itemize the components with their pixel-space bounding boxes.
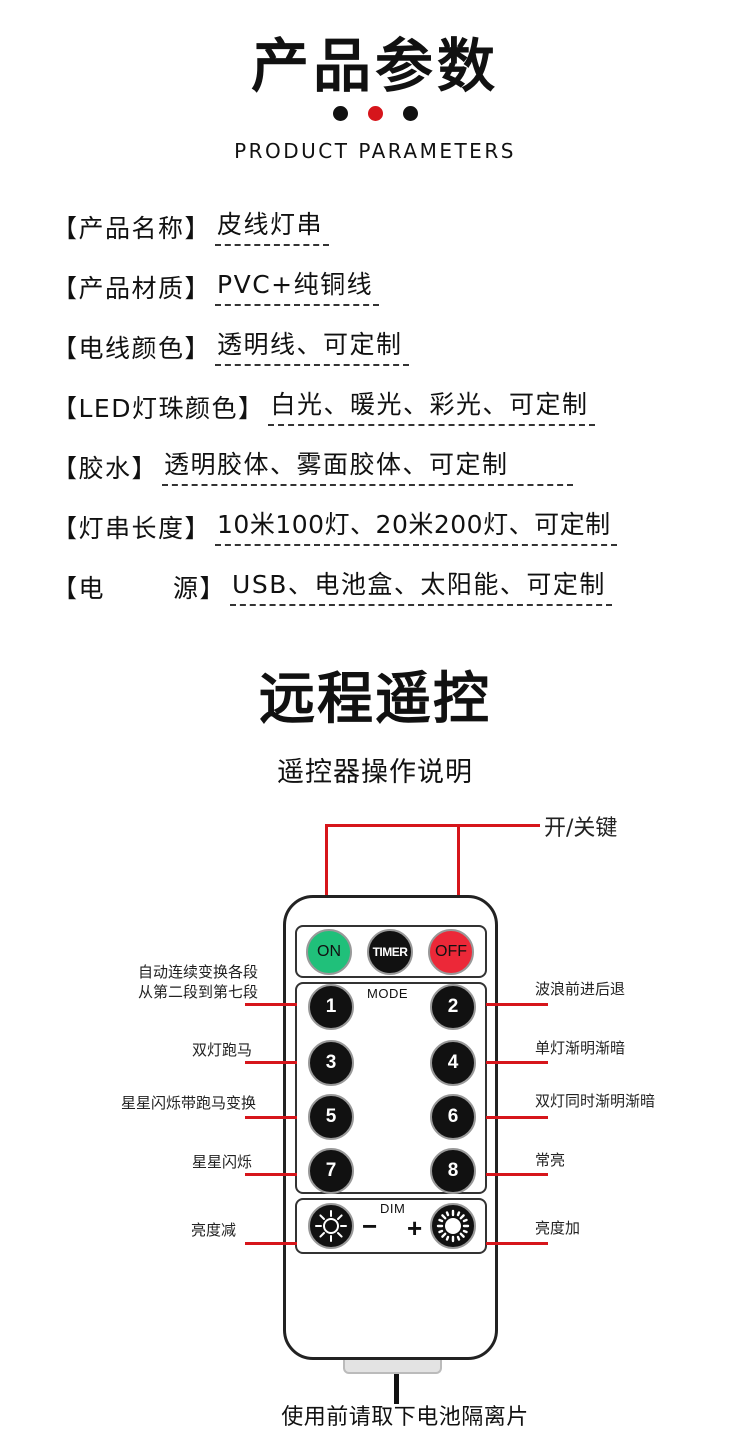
param-label: 【产品材质】 — [52, 274, 212, 303]
callout-line-button-5 — [245, 1116, 297, 1119]
param-label: 【胶水】 — [52, 454, 159, 483]
param-label-start: 【电 — [52, 574, 106, 603]
callout-line-button-2 — [486, 1003, 548, 1006]
callout-line-button-8 — [486, 1173, 548, 1176]
callout-line-button-3 — [245, 1061, 297, 1064]
param-row-led-color: 【LED灯珠颜色】 白光、暖光、彩光、可定制 — [52, 382, 595, 426]
param-label: 【LED灯珠颜色】 — [52, 394, 265, 423]
decorative-dot-right — [403, 106, 418, 121]
param-label-end: 源】 — [173, 574, 227, 603]
mode-button-4[interactable]: 4 — [430, 1040, 476, 1086]
param-row-product-name: 【产品名称】 皮线灯串 — [52, 202, 330, 246]
page-title: 产品参数 — [250, 32, 499, 100]
callout-line-dim-minus — [245, 1242, 297, 1245]
callout-button-3: 双灯跑马 — [191, 1041, 252, 1059]
dim-label: DIM — [380, 1201, 406, 1216]
callout-line-power-on — [325, 824, 328, 926]
callout-line-power-top — [325, 824, 540, 827]
on-button[interactable]: ON — [306, 929, 352, 975]
param-value: 透明胶体、雾面胶体、可定制 — [162, 448, 573, 486]
callout-line-button-4 — [486, 1061, 548, 1064]
battery-tab-note: 使用前请取下电池隔离片 — [281, 1405, 529, 1430]
dim-plus-sign: + — [407, 1213, 423, 1243]
callout-button-7: 星星闪烁 — [191, 1153, 252, 1171]
callout-line-button-6 — [486, 1116, 548, 1119]
callout-line-power-off — [457, 824, 460, 926]
mode-button-5[interactable]: 5 — [308, 1094, 354, 1140]
param-value: USB、电池盒、太阳能、可定制 — [230, 568, 612, 606]
param-row-glue: 【胶水】 透明胶体、雾面胶体、可定制 — [52, 442, 573, 486]
param-row-power: 【电 源】 USB、电池盒、太阳能、可定制 — [52, 562, 612, 606]
off-button[interactable]: OFF — [428, 929, 474, 975]
sun-filled-icon — [436, 1209, 470, 1243]
callout-button-2: 波浪前进后退 — [535, 980, 626, 998]
callout-button-4: 单灯渐明渐暗 — [535, 1039, 626, 1057]
page-subtitle: PRODUCT PARAMETERS — [234, 139, 516, 163]
callout-line-button-7 — [245, 1173, 297, 1176]
param-value: 10米100灯、20米200灯、可定制 — [215, 508, 617, 546]
dim-minus-sign: − — [362, 1211, 378, 1241]
callout-button-8: 常亮 — [535, 1151, 566, 1169]
mode-button-6[interactable]: 6 — [430, 1094, 476, 1140]
mode-label: MODE — [367, 986, 408, 1001]
callout-button-1-line1: 自动连续变换各段 — [137, 963, 258, 981]
callout-line-button-1 — [245, 1003, 297, 1006]
callout-button-5: 星星闪烁带跑马变换 — [120, 1094, 256, 1112]
param-row-length: 【灯串长度】 10米100灯、20米200灯、可定制 — [52, 502, 617, 546]
callout-power: 开/关键 — [544, 816, 618, 841]
param-label: 【灯串长度】 — [52, 514, 212, 543]
mode-button-1[interactable]: 1 — [308, 984, 354, 1030]
callout-dim-minus: 亮度减 — [190, 1221, 236, 1239]
dim-minus-button[interactable] — [308, 1203, 354, 1249]
mode-button-2[interactable]: 2 — [430, 984, 476, 1030]
decorative-dot-center — [368, 106, 383, 121]
decorative-dot-left — [333, 106, 348, 121]
callout-line-dim-plus — [486, 1242, 548, 1245]
callout-dim-plus: 亮度加 — [535, 1219, 581, 1237]
sun-outline-icon — [315, 1210, 347, 1242]
param-label: 【电线颜色】 — [52, 334, 212, 363]
dim-plus-button[interactable] — [430, 1203, 476, 1249]
param-row-material: 【产品材质】 PVC+纯铜线 — [52, 262, 380, 306]
param-value: 透明线、可定制 — [215, 328, 409, 366]
callout-button-6: 双灯同时渐明渐暗 — [535, 1092, 656, 1110]
param-row-wire-color: 【电线颜色】 透明线、可定制 — [52, 322, 409, 366]
callout-button-1-line2: 从第二段到第七段 — [137, 983, 258, 1001]
mode-button-7[interactable]: 7 — [308, 1148, 354, 1194]
remote-section-title: 远程遥控 — [259, 667, 491, 732]
param-value: 白光、暖光、彩光、可定制 — [268, 388, 595, 426]
remote-section-subtitle: 遥控器操作说明 — [277, 757, 473, 788]
mode-button-8[interactable]: 8 — [430, 1148, 476, 1194]
timer-button[interactable]: TIMER — [367, 929, 413, 975]
param-label: 【产品名称】 — [52, 214, 212, 243]
param-value: 皮线灯串 — [215, 208, 330, 246]
mode-button-3[interactable]: 3 — [308, 1040, 354, 1086]
param-value: PVC+纯铜线 — [215, 268, 380, 306]
battery-tab-pointer-line — [394, 1374, 399, 1404]
